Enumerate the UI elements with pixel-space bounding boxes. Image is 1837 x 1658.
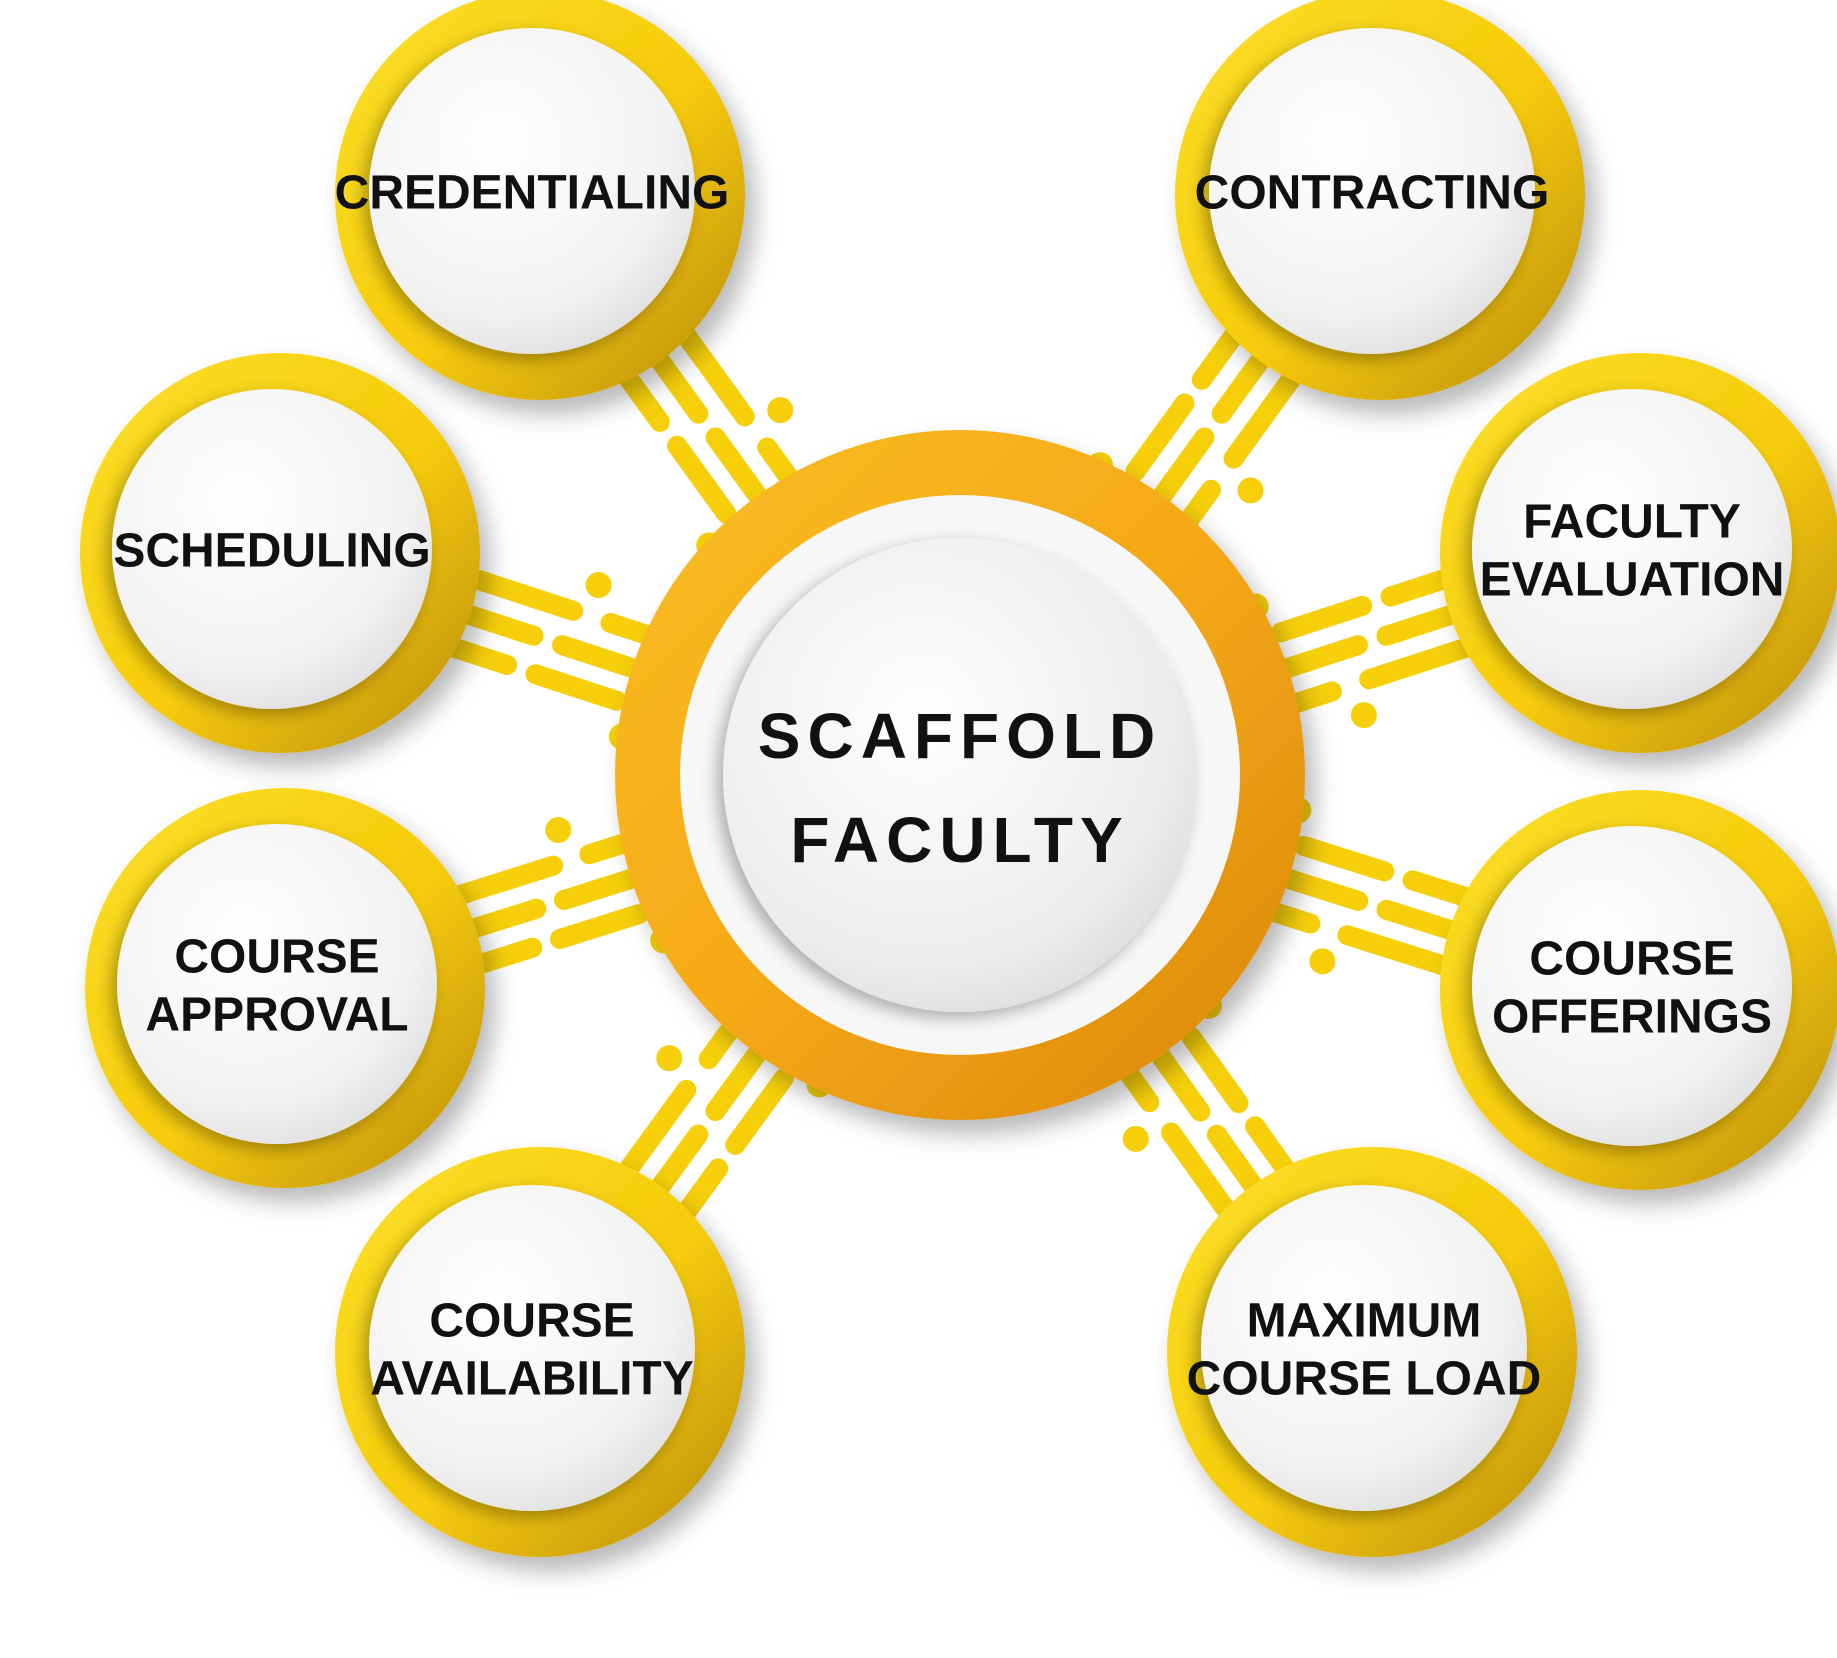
connector-dot bbox=[1122, 1125, 1149, 1152]
node-layer: CREDENTIALING CONTRACTING SCHEDULING FACULT… bbox=[80, 0, 1837, 1557]
node-label-line: COURSE bbox=[174, 930, 379, 983]
connector-stripe bbox=[1293, 835, 1395, 882]
node-label-line: CREDENTIALING bbox=[335, 166, 730, 219]
node-disc bbox=[1472, 826, 1792, 1146]
connector-dot bbox=[1309, 948, 1336, 975]
connector-stripe bbox=[1376, 899, 1471, 944]
node-label-line: CONTRACTING bbox=[1195, 166, 1550, 219]
connector-stripe bbox=[1271, 595, 1373, 643]
connector-stripe bbox=[1181, 1027, 1249, 1114]
connector-stripe bbox=[454, 898, 547, 942]
node-label-line: MAXIMUM bbox=[1247, 1294, 1482, 1347]
connector-stripe bbox=[549, 904, 649, 949]
node-label-line: FACULTY bbox=[1523, 495, 1741, 548]
connector-stripe bbox=[1125, 393, 1195, 482]
node-disc bbox=[1209, 28, 1535, 354]
connector-stripe bbox=[643, 341, 709, 424]
node-contracting: CONTRACTING bbox=[1175, 0, 1585, 400]
node-disc bbox=[1472, 389, 1792, 709]
connector-dot bbox=[585, 572, 612, 599]
connector-dot bbox=[1350, 702, 1377, 729]
node-disc bbox=[369, 1185, 695, 1511]
node-label-line: AVAILABILITY bbox=[370, 1352, 694, 1405]
connector-stripe bbox=[449, 601, 544, 646]
node-label-line: SCHEDULING bbox=[113, 524, 430, 577]
center-hub: SCAFFOLD FACULTY bbox=[615, 430, 1305, 1120]
center-disc bbox=[723, 538, 1197, 1012]
node-disc bbox=[1201, 1185, 1527, 1511]
center-label-line-2: FACULTY bbox=[790, 804, 1129, 876]
connector-dot bbox=[767, 397, 794, 424]
node-label-line: APPROVAL bbox=[145, 988, 408, 1041]
node-disc bbox=[369, 28, 695, 354]
node-label-line: OFFERINGS bbox=[1492, 990, 1772, 1043]
node-disc bbox=[112, 389, 432, 709]
node-label-line: COURSE bbox=[1529, 932, 1734, 985]
connector-stripe bbox=[725, 1067, 794, 1155]
connector-dot bbox=[545, 817, 572, 844]
node-disc bbox=[117, 824, 437, 1144]
node-label-line: COURSE bbox=[429, 1294, 634, 1347]
node-label-line: COURSE LOAD bbox=[1187, 1352, 1542, 1405]
node-credentialing: CREDENTIALING bbox=[335, 0, 745, 400]
connector-stripe bbox=[667, 435, 737, 524]
connector-stripe bbox=[1211, 341, 1277, 424]
connector-dot bbox=[656, 1045, 683, 1072]
connector-stripe bbox=[643, 1124, 709, 1207]
connector-stripe bbox=[525, 664, 627, 711]
node-label-line: EVALUATION bbox=[1480, 553, 1785, 606]
connector-dot bbox=[1237, 477, 1264, 504]
connector-stripe bbox=[1376, 601, 1471, 646]
center-label-line-1: SCAFFOLD bbox=[758, 700, 1162, 772]
node-scheduling: SCHEDULING bbox=[80, 353, 480, 753]
